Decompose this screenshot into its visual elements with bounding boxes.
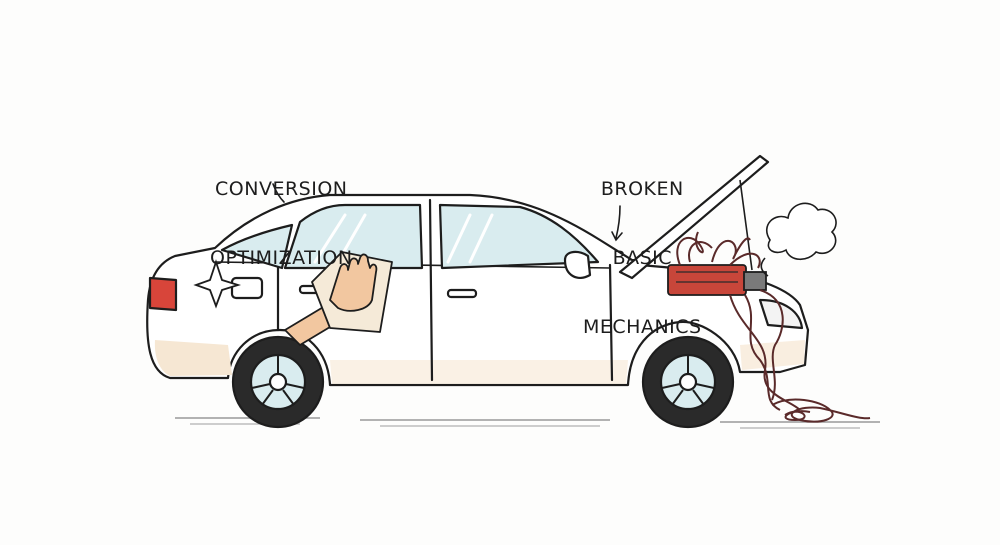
label-line: BASIC xyxy=(612,247,673,269)
arrow-broken xyxy=(611,205,623,242)
engine-block xyxy=(667,264,767,296)
smoke-icon xyxy=(760,202,837,277)
headlight xyxy=(758,298,804,330)
rear-wheel xyxy=(231,335,325,429)
door-line xyxy=(428,198,434,382)
tangled-wires xyxy=(676,231,871,423)
front-wheel xyxy=(641,335,735,429)
label-arrows xyxy=(272,183,623,242)
label-line: MECHANICS xyxy=(583,316,702,338)
conversion-optimization-label: CONVERSION OPTIMIZATION xyxy=(210,132,353,316)
side-mirror xyxy=(563,250,592,279)
broken-basic-mechanics-label: BROKEN BASIC MECHANICS xyxy=(583,132,702,385)
label-line: BROKEN xyxy=(600,178,684,200)
arrow-conversion xyxy=(272,183,285,203)
cleaning-hand xyxy=(284,251,393,346)
taillight xyxy=(148,276,178,312)
open-hood xyxy=(618,154,770,280)
front-window xyxy=(438,203,600,270)
quarter-window xyxy=(220,223,294,270)
label-line: OPTIMIZATION xyxy=(210,247,353,269)
hand xyxy=(329,253,378,312)
sparkle-icon xyxy=(193,259,242,309)
label-line: CONVERSION xyxy=(215,178,348,200)
body-shade xyxy=(154,340,232,376)
